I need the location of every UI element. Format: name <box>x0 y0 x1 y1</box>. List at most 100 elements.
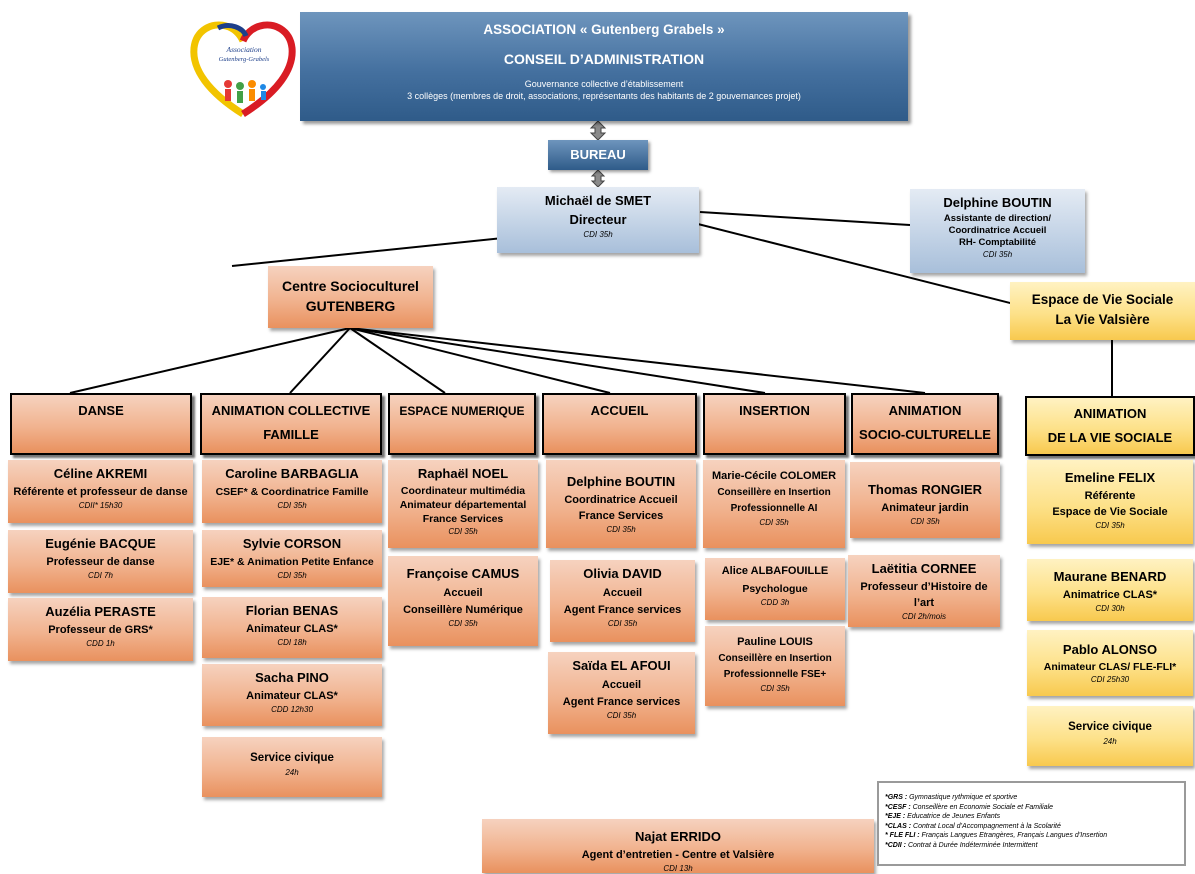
assistant-role3: RH- Comptabilité <box>958 237 1037 248</box>
csc-line2: GUTENBERG <box>305 298 396 314</box>
staff-role: EJE* & Animation Petite Enfance <box>210 556 374 568</box>
staff-role: Animateur CLAS/ FLE-FLI* <box>1043 661 1177 673</box>
staff-card-noel: Raphaël NOEL Coordinateur multimédia Ani… <box>388 460 538 548</box>
legend-text: Français Langues Etrangères, Français La… <box>919 832 1108 839</box>
ca-line1: Gouvernance collective d’établissement <box>524 79 684 89</box>
staff-name: Thomas RONGIER <box>867 482 983 497</box>
staff-card-alonso: Pablo ALONSO Animateur CLAS/ FLE-FLI* CD… <box>1027 630 1193 696</box>
staff-name: Emeline FELIX <box>1064 470 1156 485</box>
staff-name: Pauline LOUIS <box>737 636 813 648</box>
staff-role: Agent d’entretien - Centre et Valsière <box>581 849 775 861</box>
section-vie-sociale: ANIMATION DE LA VIE SOCIALE <box>1025 396 1195 456</box>
staff-contract: CDI 7h <box>88 571 113 580</box>
staff-card-cornee: Laëtitia CORNEE Professeur d’Histoire de… <box>848 555 1000 627</box>
staff-name: Pablo ALONSO <box>1062 642 1158 657</box>
abbreviation-legend: *GRS : Gymnastique rythmique et sportive… <box>877 781 1186 866</box>
line-csc-socio <box>349 327 926 394</box>
section-famille-label1: ANIMATION COLLECTIVE <box>211 403 371 418</box>
line-csc-famille <box>289 327 351 394</box>
staff-role: Espace de Vie Sociale <box>1052 506 1168 518</box>
staff-name: Françoise CAMUS <box>406 566 520 581</box>
legend-item: *EJE : Educatrice de Jeunes Enfants <box>885 812 1178 822</box>
staff-role: Conseillère en Insertion <box>718 653 832 664</box>
section-numerique-label: ESPACE NUMERIQUE <box>399 404 525 418</box>
staff-role: CSEF* & Coordinatrice Famille <box>215 486 369 498</box>
staff-contract: 24h <box>285 768 299 777</box>
director-name: Michaël de SMET <box>544 193 652 208</box>
association-logo: Association Gutenberg-Grabels <box>188 14 298 122</box>
staff-role: Professeur de danse <box>46 556 155 568</box>
evs-box: Espace de Vie Sociale La Vie Valsière <box>1010 282 1195 340</box>
staff-role: Accueil <box>443 587 483 599</box>
staff-card-boutin2: Delphine BOUTIN Coordinatrice Accueil Fr… <box>546 460 696 548</box>
staff-card-louis: Pauline LOUIS Conseillère en Insertion P… <box>705 626 845 706</box>
staff-role: Conseillère en Insertion <box>717 487 831 498</box>
double-arrow-bureau-director <box>590 169 606 188</box>
staff-name: Marie-Cécile COLOMER <box>711 470 837 482</box>
section-accueil-label: ACCUEIL <box>590 403 649 418</box>
staff-role: France Services <box>578 510 664 522</box>
line-csc-numerique <box>349 327 446 394</box>
ca-subtitle: CONSEIL D’ADMINISTRATION <box>503 51 705 67</box>
legend-item: * FLE FLI : Français Langues Etrangères,… <box>885 831 1178 841</box>
legend-text: Conseillère en Economie Sociale et Famil… <box>910 803 1054 811</box>
staff-contract: CDD 3h <box>760 598 790 607</box>
logo-line1: Association <box>226 45 262 54</box>
staff-card-rongier: Thomas RONGIER Animateur jardin CDI 35h <box>850 462 1000 538</box>
staff-contract: CDI 35h <box>606 711 637 720</box>
staff-name: Delphine BOUTIN <box>566 474 676 489</box>
staff-card-corson: Sylvie CORSON EJE* & Animation Petite En… <box>202 530 382 587</box>
staff-card-camus: Françoise CAMUS Accueil Conseillère Numé… <box>388 556 538 646</box>
staff-role: Professeur de GRS* <box>48 624 153 636</box>
staff-card-pino: Sacha PINO Animateur CLAS* CDD 12h30 <box>202 664 382 726</box>
staff-role: Professeur d’Histoire de <box>860 581 988 593</box>
assistant-role1: Assistante de direction/ <box>943 213 1052 224</box>
section-socio-label2: SOCIO-CULTURELLE <box>859 427 991 442</box>
director-contract: CDI 35h <box>583 230 613 239</box>
staff-contract: CDI 35h <box>910 517 940 526</box>
bureau-box: BUREAU <box>548 140 648 170</box>
staff-name: Service civique <box>1068 721 1152 733</box>
legend-item: *CESF : Conseillère en Economie Sociale … <box>885 803 1178 813</box>
staff-contract: CDI 30h <box>1095 604 1125 613</box>
staff-role: Animateur jardin <box>881 502 969 514</box>
staff-card-civique1: Service civique 24h <box>202 737 382 797</box>
staff-contract: 24h <box>1103 737 1117 746</box>
section-socio: ANIMATION SOCIO-CULTURELLE <box>851 393 999 455</box>
staff-card-felix: Emeline FELIX Référente Espace de Vie So… <box>1027 460 1193 544</box>
section-famille: ANIMATION COLLECTIVE FAMILLE <box>200 393 382 455</box>
staff-role: Conseillère Numérique <box>403 604 523 616</box>
staff-name: Caroline BARBAGLIA <box>225 466 359 481</box>
staff-role: Agent France services <box>563 604 682 616</box>
staff-card-peraste: Auzélia PERASTE Professeur de GRS* CDD 1… <box>8 598 193 661</box>
staff-card-barbaglia: Caroline BARBAGLIA CSEF* & Coordinatrice… <box>202 460 382 523</box>
staff-contract: CDI 35h <box>760 684 790 693</box>
logo-line2: Gutenberg-Grabels <box>219 56 270 63</box>
section-vie-label1: ANIMATION <box>1073 406 1147 421</box>
staff-role: Professionnelle FSE+ <box>723 669 827 680</box>
staff-name: Sacha PINO <box>255 670 329 685</box>
staff-name: Saïda EL AFOUI <box>572 658 671 673</box>
staff-contract: CDI 35h <box>759 518 789 527</box>
evs-line1: Espace de Vie Sociale <box>1031 292 1174 307</box>
assistant-box: Delphine BOUTIN Assistante de direction/… <box>910 189 1085 273</box>
staff-contract: CDI 35h <box>277 571 307 580</box>
assistant-contract: CDI 35h <box>982 250 1013 259</box>
staff-card-benard: Maurane BENARD Animatrice CLAS* CDI 30h <box>1027 559 1193 621</box>
line-director-assistant <box>699 211 911 226</box>
staff-role: Animateur départemental <box>399 499 527 511</box>
staff-role: Animateur CLAS* <box>246 690 338 702</box>
line-csc-accueil <box>349 327 611 394</box>
section-insertion: INSERTION <box>703 393 846 455</box>
legend-text: Educatrice de Jeunes Enfants <box>905 813 1001 820</box>
legend-abbr: * FLE FLI : <box>885 832 920 839</box>
staff-contract: CDI 35h <box>607 619 638 628</box>
legend-abbr: *CLAS : <box>885 822 912 830</box>
line-director-evs <box>689 221 1023 307</box>
assistant-name: Delphine BOUTIN <box>943 195 1052 210</box>
section-famille-label2: FAMILLE <box>263 427 319 442</box>
staff-role: Agent France services <box>562 696 681 708</box>
staff-role: Référente <box>1084 490 1136 502</box>
staff-name: Sylvie CORSON <box>242 536 342 551</box>
staff-contract: CDI 25h30 <box>1090 675 1130 684</box>
